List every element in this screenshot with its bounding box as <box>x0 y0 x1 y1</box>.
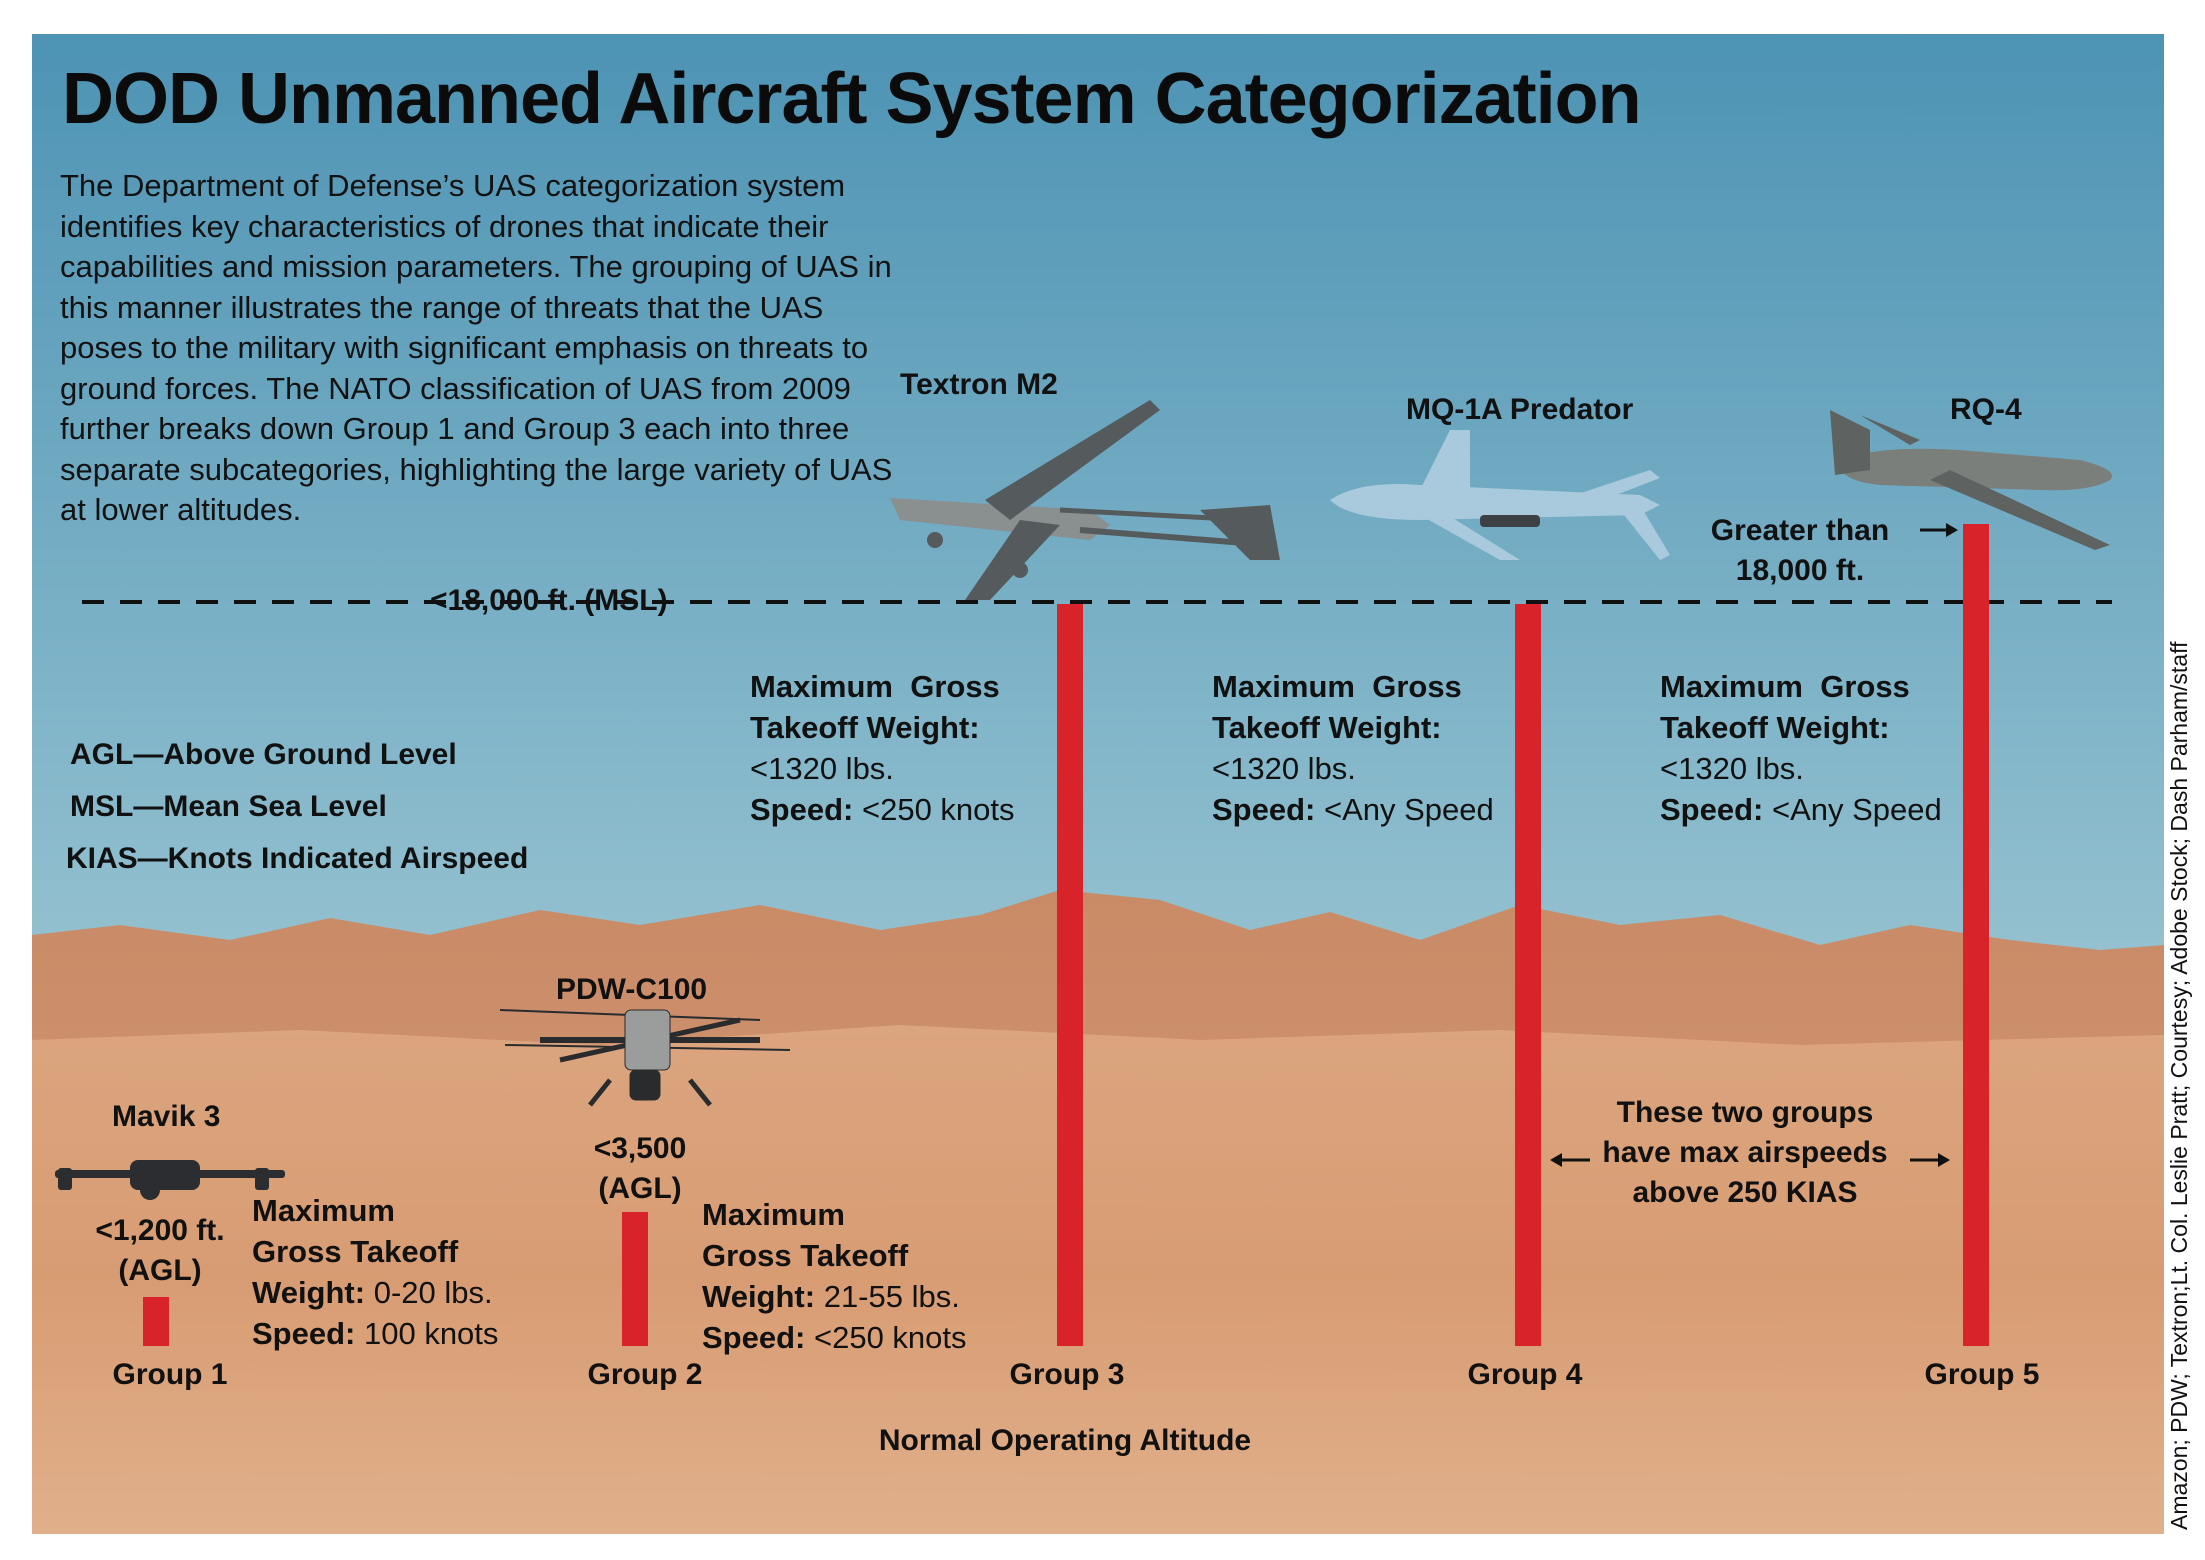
group2-weight: Weight: 21-55 lbs. <box>702 1276 967 1317</box>
altitude-line-label: <18,000 ft. (MSL) <box>430 584 668 617</box>
group3-spec: Maximum Gross Takeoff Weight: <1320 lbs.… <box>750 666 1015 830</box>
group1-speed-label: Speed: <box>252 1316 356 1351</box>
group3-speed-label: Speed: <box>750 792 854 827</box>
airspeed-note-line1: These two groups <box>1616 1096 1874 1129</box>
airspeed-note-line2: have max airspeeds <box>1602 1136 1888 1169</box>
group1-spec-line1: Maximum <box>252 1193 395 1228</box>
group4-altitude-bar <box>1515 604 1541 1346</box>
rq-4-icon <box>1830 410 2112 550</box>
group1-speed: Speed: 100 knots <box>252 1313 498 1354</box>
drone-label-mq-1a-predator: MQ-1A Predator <box>1406 393 1634 426</box>
group5-speed: Speed: <Any Speed <box>1660 789 1942 830</box>
group2-altitude-line1: <3,500 <box>593 1132 687 1165</box>
group2-speed-value: <250 knots <box>813 1320 967 1355</box>
arrow-right-icon <box>1920 523 1958 537</box>
group4-spec-line2: Takeoff Weight: <box>1212 710 1442 745</box>
normal-operating-altitude-label: Normal Operating Altitude <box>878 1424 1252 1457</box>
group2-spec-line2: Gross Takeoff <box>702 1238 909 1273</box>
group1-weight-value: 0-20 lbs. <box>373 1275 493 1310</box>
group2-altitude-bar <box>622 1212 648 1346</box>
group-label-3: Group 3 <box>1009 1358 1125 1391</box>
group5-altitude-line2: 18,000 ft. <box>1735 554 1865 587</box>
group2-speed: Speed: <250 knots <box>702 1317 967 1358</box>
mavik-3-icon <box>55 1160 285 1200</box>
group2-spec: Maximum Gross Takeoff Weight: 21-55 lbs.… <box>702 1194 967 1358</box>
pdw-c100-icon <box>499 1009 791 1107</box>
group1-weight-label: Weight: <box>252 1275 366 1310</box>
group5-spec: Maximum Gross Takeoff Weight: <1320 lbs.… <box>1660 666 1942 830</box>
legend-msl: MSL—Mean Sea Level <box>70 790 387 823</box>
group5-speed-label: Speed: <box>1660 792 1764 827</box>
group5-weight-value: <1320 lbs. <box>1660 751 1804 786</box>
group2-speed-label: Speed: <box>702 1320 806 1355</box>
group2-spec-line1: Maximum <box>702 1197 845 1232</box>
mq-1a-predator-icon <box>1330 430 1670 560</box>
group4-weight-value: <1320 lbs. <box>1212 751 1356 786</box>
group4-speed-label: Speed: <box>1212 792 1316 827</box>
group4-spec-line1: Maximum Gross <box>1212 669 1462 704</box>
group1-altitude-line1: <1,200 ft. <box>95 1214 225 1247</box>
group5-speed-value: <Any Speed <box>1771 792 1942 827</box>
drone-label-rq-4: RQ-4 <box>1950 393 2022 426</box>
drone-label-pdw-c100: PDW-C100 <box>556 973 708 1006</box>
group2-altitude-line2: (AGL) <box>598 1172 682 1205</box>
group4-speed: Speed: <Any Speed <box>1212 789 1494 830</box>
group1-altitude-line2: (AGL) <box>118 1254 202 1287</box>
arrow-left-icon <box>1550 1153 1590 1167</box>
group4-speed-value: <Any Speed <box>1323 792 1494 827</box>
textron-m2-icon <box>890 400 1280 600</box>
group4-spec: Maximum Gross Takeoff Weight: <1320 lbs.… <box>1212 666 1494 830</box>
group3-speed-value: <250 knots <box>861 792 1015 827</box>
group1-spec-line2: Gross Takeoff <box>252 1234 459 1269</box>
group-label-1: Group 1 <box>112 1358 228 1391</box>
group-label-4: Group 4 <box>1467 1358 1583 1391</box>
arrow-right-icon <box>1910 1153 1950 1167</box>
group3-spec-line2: Takeoff Weight: <box>750 710 980 745</box>
drone-label-textron-m2: Textron M2 <box>900 368 1058 401</box>
group1-speed-value: 100 knots <box>363 1316 499 1351</box>
group1-altitude-bar <box>143 1297 169 1346</box>
group5-spec-line2: Takeoff Weight: <box>1660 710 1890 745</box>
group3-weight-value: <1320 lbs. <box>750 751 894 786</box>
airspeed-note-line3: above 250 KIAS <box>1632 1176 1858 1209</box>
group1-weight: Weight: 0-20 lbs. <box>252 1272 498 1313</box>
group-label-5: Group 5 <box>1924 1358 2040 1391</box>
intro-paragraph: The Department of Defense’s UAS categori… <box>60 168 893 527</box>
group3-spec-line1: Maximum Gross <box>750 669 1000 704</box>
sand-floor <box>32 1025 2164 1534</box>
drone-label-mavik-3: Mavik 3 <box>112 1100 221 1133</box>
page-title: DOD Unmanned Aircraft System Categorizat… <box>62 59 1642 139</box>
group5-altitude-bar <box>1963 524 1989 1346</box>
group1-spec: Maximum Gross Takeoff Weight: 0-20 lbs. … <box>252 1190 498 1354</box>
group-label-2: Group 2 <box>587 1358 703 1391</box>
group2-weight-value: 21-55 lbs. <box>823 1279 960 1314</box>
group3-altitude-bar <box>1057 604 1083 1346</box>
group5-spec-line1: Maximum Gross <box>1660 669 1910 704</box>
group3-speed: Speed: <250 knots <box>750 789 1015 830</box>
legend-agl: AGL—Above Ground Level <box>70 738 457 771</box>
group2-weight-label: Weight: <box>702 1279 816 1314</box>
photo-credit: Amazon; PDW; Textron;Lt. Col. Leslie Pra… <box>2166 641 2192 1530</box>
group5-altitude-line1: Greater than <box>1710 514 1890 547</box>
legend-kias: KIAS—Knots Indicated Airspeed <box>66 842 529 875</box>
